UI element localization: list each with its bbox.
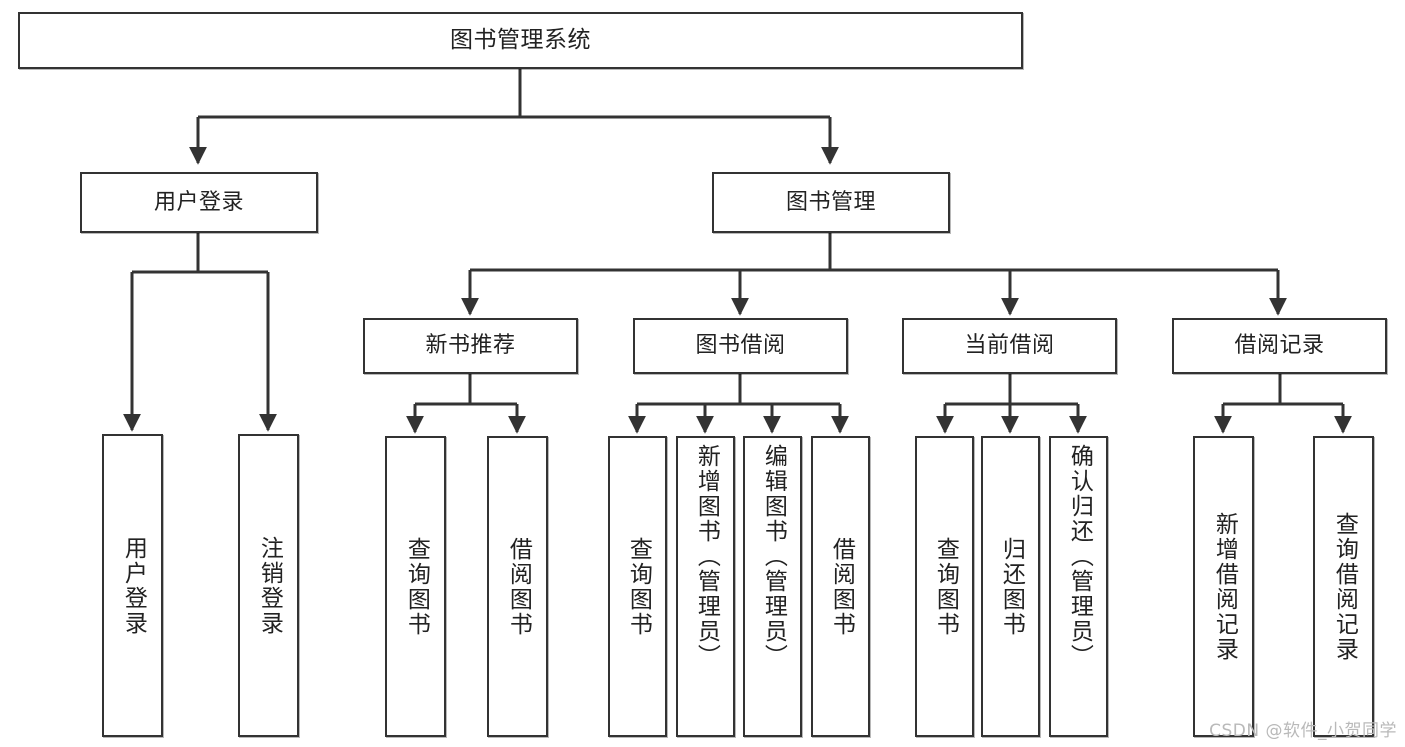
node-leaf-bb-edit-book[interactable]: 编辑图书（管理员） — [743, 436, 802, 737]
node-leaf-bb-borrow-book[interactable]: 借阅图书 — [811, 436, 870, 737]
node-root-system[interactable]: 图书管理系统 — [18, 12, 1023, 69]
watermark-text: CSDN @软件_小贺同学 — [1209, 721, 1397, 741]
node-leaf-br-add-record[interactable]: 新增借阅记录 — [1193, 436, 1254, 737]
node-leaf-cb-query-book[interactable]: 查询图书 — [915, 436, 974, 737]
edges-new-book-recommend — [406, 374, 526, 434]
node-root-system-label: 图书管理系统 — [450, 27, 591, 54]
node-leaf-cb-return-book[interactable]: 归还图书 — [981, 436, 1040, 737]
node-borrow-record-label: 借阅记录 — [1234, 333, 1325, 359]
node-leaf-bb-add-book[interactable]: 新增图书（管理员） — [676, 436, 735, 737]
node-leaf-nb-borrow-book-label: 借阅图书 — [505, 536, 532, 637]
node-leaf-cb-confirm-return[interactable]: 确认归还（管理员） — [1049, 436, 1108, 737]
node-leaf-logout[interactable]: 注销登录 — [238, 434, 299, 737]
node-leaf-bb-query-book-label: 查询图书 — [625, 536, 652, 637]
node-leaf-br-add-record-label: 新增借阅记录 — [1211, 511, 1238, 662]
edges-borrow-record — [1214, 374, 1352, 434]
node-book-manage[interactable]: 图书管理 — [712, 172, 950, 233]
node-user-login-label: 用户登录 — [153, 189, 244, 215]
node-book-manage-label: 图书管理 — [785, 189, 876, 215]
node-leaf-nb-query-book-label: 查询图书 — [403, 536, 430, 637]
node-user-login[interactable]: 用户登录 — [80, 172, 318, 233]
edges-current-borrow — [936, 374, 1087, 434]
node-leaf-bb-borrow-book-label: 借阅图书 — [828, 536, 855, 637]
edges-book-borrow — [628, 374, 849, 434]
node-leaf-cb-confirm-return-label: 确认归还（管理员） — [1066, 444, 1093, 669]
node-leaf-br-query-record-label: 查询借阅记录 — [1331, 511, 1358, 662]
node-borrow-record[interactable]: 借阅记录 — [1172, 318, 1387, 374]
node-leaf-nb-query-book[interactable]: 查询图书 — [385, 436, 446, 737]
node-current-borrow[interactable]: 当前借阅 — [902, 318, 1117, 374]
edges-book-manage — [461, 233, 1287, 316]
node-leaf-logout-label: 注销登录 — [256, 535, 283, 636]
node-leaf-user-login[interactable]: 用户登录 — [102, 434, 163, 737]
edges-user-login — [123, 233, 277, 432]
node-book-borrow-label: 图书借阅 — [695, 333, 786, 359]
node-leaf-bb-add-book-label: 新增图书（管理员） — [693, 444, 720, 669]
node-current-borrow-label: 当前借阅 — [964, 333, 1055, 359]
node-leaf-cb-return-book-label: 归还图书 — [998, 536, 1025, 637]
edges-root — [189, 69, 839, 165]
node-leaf-nb-borrow-book[interactable]: 借阅图书 — [487, 436, 548, 737]
node-book-borrow[interactable]: 图书借阅 — [633, 318, 848, 374]
node-leaf-cb-query-book-label: 查询图书 — [932, 536, 959, 637]
node-new-book-recommend-label: 新书推荐 — [425, 333, 516, 359]
node-leaf-bb-query-book[interactable]: 查询图书 — [608, 436, 667, 737]
node-new-book-recommend[interactable]: 新书推荐 — [363, 318, 578, 374]
node-leaf-bb-edit-book-label: 编辑图书（管理员） — [760, 444, 787, 669]
node-leaf-user-login-label: 用户登录 — [120, 535, 147, 636]
node-leaf-br-query-record[interactable]: 查询借阅记录 — [1313, 436, 1374, 737]
